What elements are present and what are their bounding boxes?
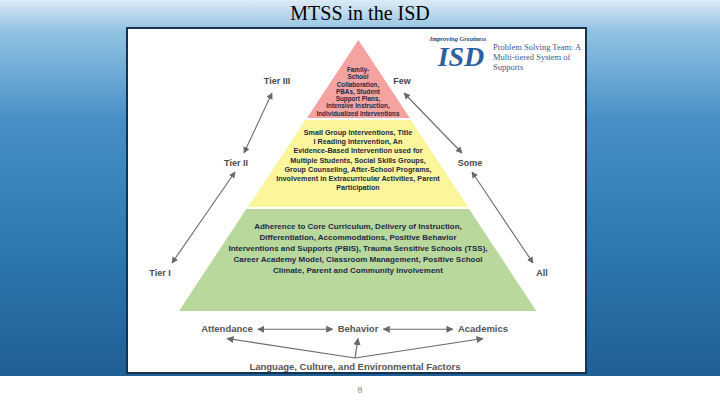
wrap-guide [474,221,536,311]
label-text: Tier II [224,158,248,169]
tier-text: Family-School Collaboration, PBAs, Stude… [317,66,400,117]
tier-fill [179,209,536,311]
label-text: Some [458,158,483,169]
connector-arrow [227,339,355,359]
tier-text-block: Family-School Collaboration, PBAs, Stude… [307,66,410,118]
factor-text: Behavior [338,323,379,336]
connector-arrow [355,339,358,359]
slide-title: MTSS in the ISD [0,2,720,25]
tier-text: Adherence to Core Curriculum, Delivery o… [228,222,487,275]
tier-text: Small Group Interventions, Title I Readi… [276,128,440,192]
factor-text: Language, Culture, and Environmental Fac… [249,361,460,374]
label-text: 8 [358,385,363,396]
scale-arrow [244,93,272,153]
tier-band: Adherence to Core Curriculum, Delivery o… [179,209,536,311]
label-text: ISD [438,42,485,72]
connector-arrow [355,339,483,359]
tier-fill [248,120,468,207]
factor-node: Attendance [199,322,255,337]
factor-node: Language, Culture, and Environmental Fac… [247,360,462,375]
label-text: Tier I [149,268,170,279]
tier-band: Small Group Interventions, Title I Readi… [248,120,468,207]
tier-text-block: Adherence to Core Curriculum, Delivery o… [179,221,536,311]
label-text: Tier III [264,76,290,87]
label-text: Few [393,76,411,87]
label-text: All [536,268,548,279]
label-text: Problem Solving Team: A Multi-tiered Sys… [493,42,585,72]
factor-node: Behavior [336,322,381,337]
connector-arrow [383,329,453,330]
logo-ground [430,32,584,78]
factor-text: Academics [458,323,508,336]
tier-text-block: Small Group Interventions, Title I Readi… [248,128,468,207]
factor-node: Academics [456,322,510,337]
wrap-guide [179,221,241,311]
connector-arrow [258,329,333,330]
factor-text: Attendance [201,323,253,336]
